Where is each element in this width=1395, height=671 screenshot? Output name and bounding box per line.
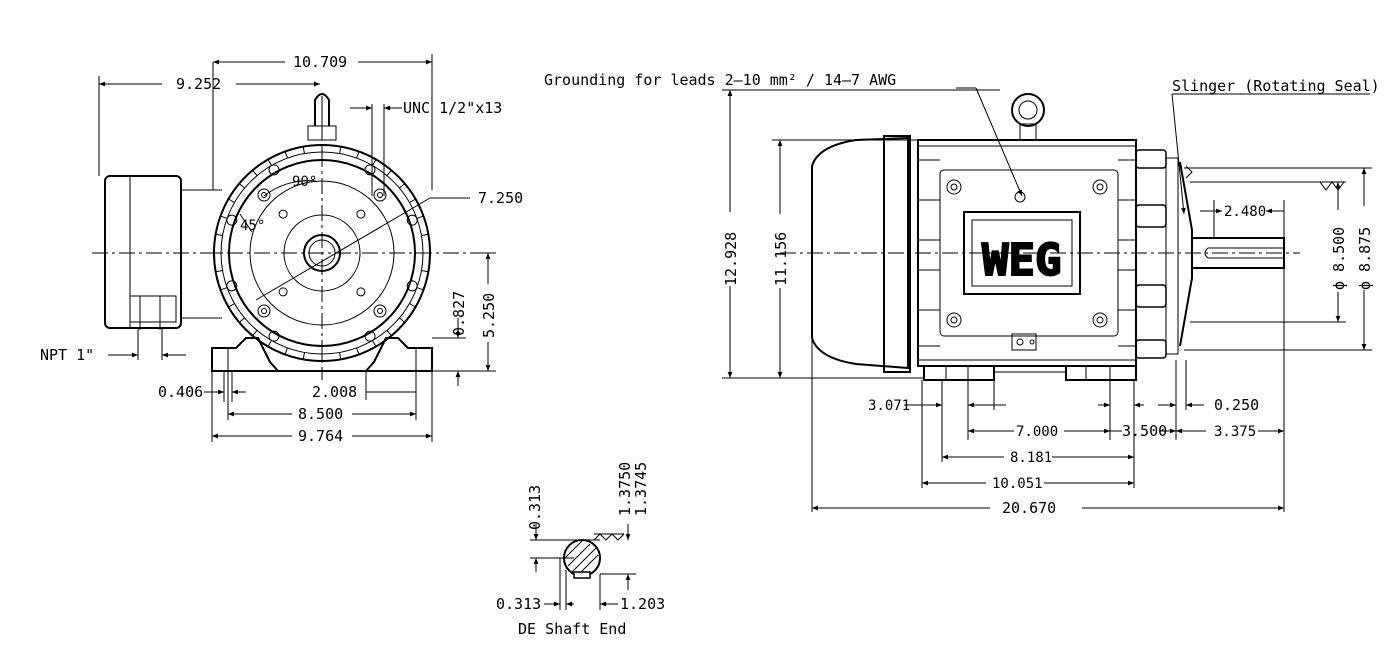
bolt [376,307,383,314]
fin [238,183,245,189]
dim-9252: 9.252 [176,75,221,93]
bolt [356,209,366,219]
shaft-end-view: 0.313 1.3750 1.3745 0.313 1.203 DE Shaft… [496,462,665,638]
dim-0827: 0.827 [450,291,468,336]
dim-0250: 0.250 [1214,396,1259,414]
fin [302,146,305,154]
dim-8181: 8.181 [1010,450,1052,466]
terminal-box [104,175,222,330]
dim-2008: 2.008 [312,383,357,401]
bolt [373,188,387,202]
dim-7250: 7.250 [478,189,523,207]
fin [416,287,424,291]
dim-10051: 10.051 [992,476,1043,492]
dim-shaft-13745: 1.3745 [632,462,650,516]
bolt [278,287,288,297]
bolt [376,192,383,199]
fin [372,159,377,166]
side-view: WEG Grounding for leads 2–10 mm² / 14–7 [544,71,1380,517]
dim-npt: NPT 1" [40,346,94,364]
lifting-eye-front [314,93,330,126]
bracket-bolts [226,164,418,342]
weg-logo: WEG [963,211,1081,295]
slinger-label: Slinger (Rotating Seal) [1172,77,1380,95]
fin [421,233,429,236]
dim-0406: 0.406 [158,383,203,401]
dim-5250: 5.250 [480,293,498,338]
bolt [257,304,271,318]
bolt [406,214,418,226]
angle-45: 45° [240,218,265,234]
grounding-label: Grounding for leads 2–10 mm² / 14–7 AWG [544,71,896,89]
fin [228,198,235,203]
fin [421,270,429,273]
dim-12928: 12.928 [722,232,740,286]
fin [339,146,342,154]
fin [284,347,288,355]
dim-9764: 9.764 [298,427,343,445]
fin [356,347,360,355]
fin [267,159,272,166]
fin [215,270,223,273]
dim-3500: 3.500 [1122,422,1167,440]
svg-text:WEG: WEG [982,235,1061,286]
dim-10709: 10.709 [293,53,347,71]
dim-3375: 3.375 [1214,424,1256,440]
angle-90: 90° [292,174,317,190]
dim-shaft-0313-b: 0.313 [496,595,541,613]
bolt [278,209,288,219]
fin [284,151,288,159]
fin [252,330,258,337]
fin [409,303,416,308]
fin [252,169,258,176]
cooling-fins [214,145,430,361]
dim-phi-8500: ϕ 8.500 [1330,227,1348,290]
dim-8500-front: 8.500 [298,405,343,423]
front-view: 10.709 9.252 UNC 1/2"x13 7.250 90° 45° N… [40,53,523,445]
fin [386,330,392,337]
bolt [364,164,376,176]
fin [220,287,228,291]
dim-7000: 7.000 [1016,424,1058,440]
shaft-caption: DE Shaft End [518,620,626,638]
fin [220,215,228,219]
fin [228,303,235,308]
dim-3071: 3.071 [868,398,910,414]
bolt [226,280,238,292]
dim-phi-8875: ϕ 8.875 [1356,227,1374,290]
dim-11156: 11.156 [772,232,790,286]
dim-2480: 2.480 [1224,204,1266,220]
bolt [364,330,376,342]
bolt [261,192,268,199]
bolt [268,330,280,342]
fin [302,352,305,360]
bolt [356,287,366,297]
bolt [261,307,268,314]
bolt [406,280,418,292]
fin [215,233,223,236]
dim-unc: UNC 1/2"x13 [403,99,502,117]
bolt [226,214,238,226]
fin [238,317,245,323]
fin [372,340,377,347]
fin [267,340,272,347]
dim-shaft-0313-a: 0.313 [526,485,544,530]
dim-shaft-13750: 1.3750 [616,462,634,516]
bolt [373,304,387,318]
fin [416,215,424,219]
fin [356,151,360,159]
fin [409,198,416,203]
fin [339,352,342,360]
fin [399,317,406,323]
bolt [268,164,280,176]
fin [399,183,406,189]
dim-shaft-1203: 1.203 [620,595,665,613]
fin [386,169,392,176]
dim-20670: 20.670 [1002,499,1056,517]
bolt [257,188,271,202]
